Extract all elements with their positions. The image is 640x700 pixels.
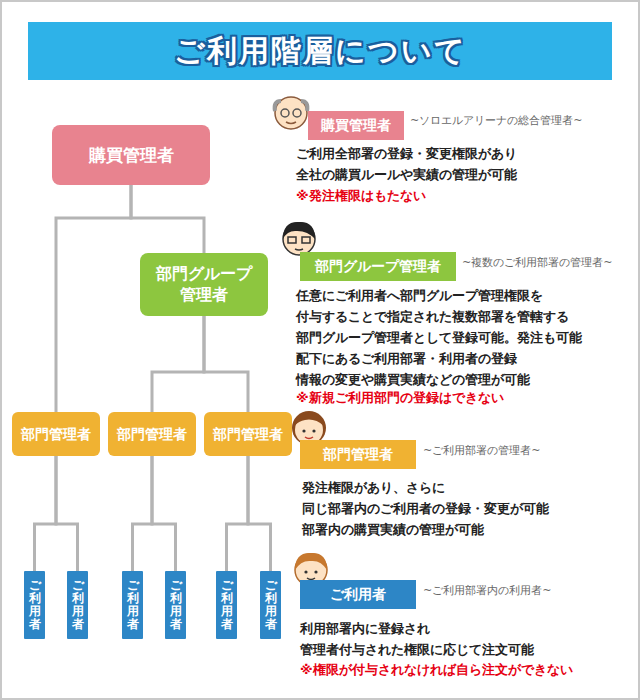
dept-admin-box: 部門管理者 <box>12 412 100 456</box>
face-icon <box>283 222 315 255</box>
role-note: ※新規ご利用部門の登録はできない <box>296 387 504 408</box>
node-label: 部門管理者 <box>117 425 187 443</box>
node-label: 部門グループ 管理者 <box>148 264 260 306</box>
node-label: 部門グループ管理者 <box>315 257 441 275</box>
role-description: 利用部署内に登録され 管理者付与された権限に応じて注文可能 <box>300 618 620 660</box>
role-subtitle: ~ご利用部署の管理者~ <box>423 443 540 459</box>
role-tag: ご利用者 <box>300 580 416 609</box>
tree-connector <box>131 185 204 253</box>
user-box: ご利用者 <box>165 571 186 639</box>
node-label: ご利用者 <box>127 579 139 632</box>
role-note: ※権限が付与されなければ自ら注文ができない <box>300 659 573 680</box>
role-description: ご利用全部署の登録・変更権限があり 全社の購買ルールや実績の管理が可能 <box>296 143 616 185</box>
top-admin-box: 購買管理者 <box>52 125 210 185</box>
node-label: ご利用者 <box>330 585 386 603</box>
group-admin-box: 部門グループ 管理者 <box>140 253 268 316</box>
tree-connector <box>56 456 78 571</box>
tree-connector <box>152 316 204 412</box>
node-label: ご利用者 <box>170 579 182 632</box>
role-description: 発注権限があり、さらに 同じ部署内のご利用者の登録・変更が可能 部署内の購買実績… <box>302 477 622 540</box>
role-subtitle: ~ソロエルアリーナの総合管理者~ <box>410 113 582 129</box>
node-label: 購買管理者 <box>321 116 391 134</box>
node-label: 部門管理者 <box>323 445 393 463</box>
user-box: ご利用者 <box>260 571 281 639</box>
node-label: ご利用者 <box>221 579 233 632</box>
node-label: 部門管理者 <box>21 425 91 443</box>
role-note: ※発注権限はもたない <box>296 185 426 206</box>
role-description: 任意にご利用者へ部門グループ管理権限を 付与することで指定された複数部署を管轄す… <box>296 285 626 390</box>
node-label: 購買管理者 <box>89 144 174 166</box>
role-subtitle: ~複数のご利用部署の管理者~ <box>462 255 612 271</box>
face-icon <box>275 97 308 129</box>
dept-admin-box: 部門管理者 <box>204 412 292 456</box>
tree-connector <box>152 456 176 571</box>
dept-admin-box: 部門管理者 <box>108 412 196 456</box>
tree-connector <box>204 316 248 412</box>
role-tag: 部門グループ管理者 <box>300 252 456 281</box>
tree-connector <box>56 185 131 412</box>
node-label: ご利用者 <box>72 579 84 632</box>
tree-connector <box>35 456 57 571</box>
user-box: ご利用者 <box>24 571 45 639</box>
user-box: ご利用者 <box>216 571 237 639</box>
role-tag: 購買管理者 <box>308 111 404 140</box>
node-label: ご利用者 <box>29 579 41 632</box>
title-band: ご利用階層について <box>28 22 612 80</box>
role-tag: 部門管理者 <box>300 440 416 469</box>
tree-connector <box>248 456 271 571</box>
node-label: ご利用者 <box>265 579 277 632</box>
title-text: ご利用階層について <box>174 31 467 72</box>
user-box: ご利用者 <box>67 571 88 639</box>
tree-connector <box>133 456 153 571</box>
user-box: ご利用者 <box>122 571 143 639</box>
tree-connector <box>227 456 249 571</box>
role-subtitle: ~ご利用部署内の利用者~ <box>423 583 551 599</box>
node-label: 部門管理者 <box>213 425 283 443</box>
